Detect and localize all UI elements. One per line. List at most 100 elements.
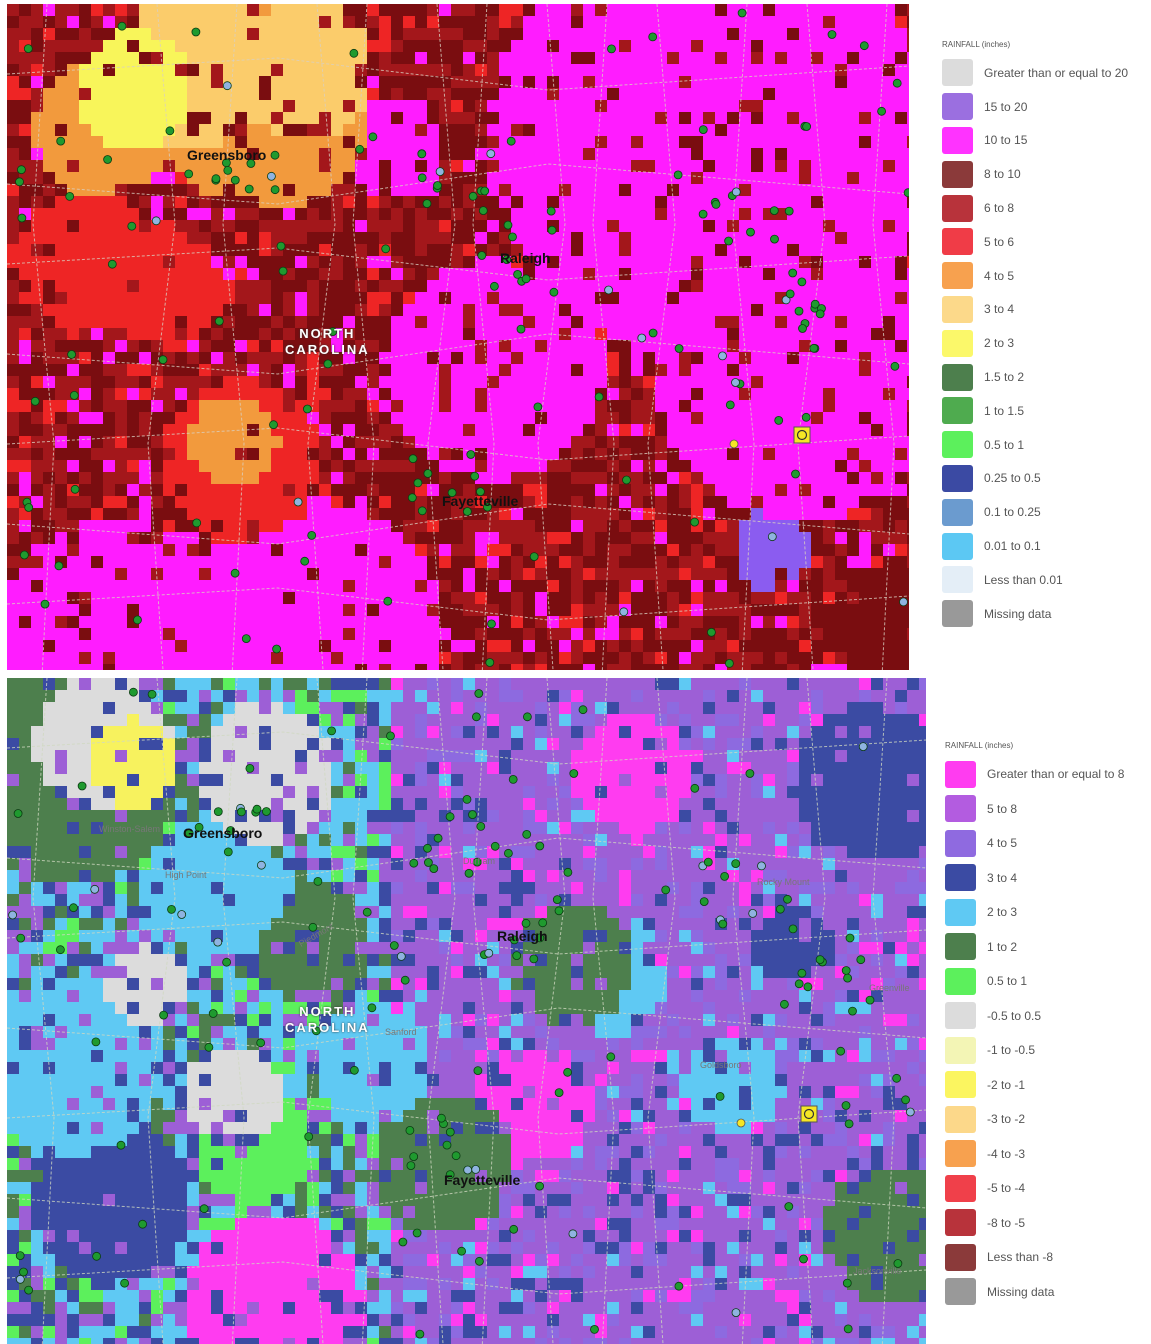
raster-cell <box>19 220 32 233</box>
raster-cell <box>307 640 320 653</box>
raster-cell <box>175 268 188 281</box>
raster-cell <box>571 592 584 605</box>
raster-cell <box>883 750 896 763</box>
raster-cell <box>367 508 380 521</box>
raster-cell <box>151 652 164 665</box>
raster-cell <box>331 196 344 209</box>
raster-cell <box>559 256 572 269</box>
raster-cell <box>763 556 776 569</box>
raster-cell <box>727 52 740 65</box>
raster-cell <box>679 268 692 281</box>
raster-cell <box>343 4 356 17</box>
raster-cell <box>295 220 308 233</box>
raster-cell <box>367 52 380 65</box>
raster-cell <box>379 136 392 149</box>
raster-cell <box>259 726 272 739</box>
raster-cell <box>751 460 764 473</box>
raster-cell <box>811 412 824 425</box>
raster-cell <box>535 690 548 703</box>
raster-cell <box>115 726 128 739</box>
raster-cell <box>355 652 368 665</box>
raster-cell <box>283 16 296 29</box>
raster-cell <box>631 520 644 533</box>
raster-cell <box>271 484 284 497</box>
raster-cell <box>679 112 692 125</box>
raster-cell <box>883 340 896 353</box>
raster-cell <box>187 76 200 89</box>
legend-item: 4 to 5 <box>942 259 1147 293</box>
raster-cell <box>907 148 909 161</box>
raster-cell <box>907 592 909 605</box>
raster-cell <box>223 376 236 389</box>
raster-cell <box>211 678 224 691</box>
raster-cell <box>475 28 488 41</box>
raster-cell <box>379 702 392 715</box>
raster-cell <box>19 714 32 727</box>
raster-cell <box>295 16 308 29</box>
raster-cell <box>907 628 909 641</box>
raster-cell <box>643 604 656 617</box>
raster-cell <box>91 376 104 389</box>
raster-cell <box>235 124 248 137</box>
raster-cell <box>799 64 812 77</box>
raster-cell <box>571 220 584 233</box>
raster-cell <box>7 160 20 173</box>
raster-cell <box>439 678 452 691</box>
raster-cell <box>379 256 392 269</box>
raster-cell <box>439 436 452 449</box>
raster-cell <box>103 88 116 101</box>
raster-cell <box>535 738 548 751</box>
raster-cell <box>535 292 548 305</box>
raster-cell <box>535 28 548 41</box>
raster-cell <box>283 364 296 377</box>
raster-cell <box>619 352 632 365</box>
rainfall-map-bottom[interactable]: Winston-Salem High Point Durham Rocky Mo… <box>7 678 926 1344</box>
raster-cell <box>391 750 404 763</box>
raster-cell <box>247 496 260 509</box>
raster-cell <box>271 304 284 317</box>
rainfall-map-top[interactable]: Greensboro Raleigh Fayetteville NORTH CA… <box>7 4 909 670</box>
raster-cell <box>379 640 392 653</box>
raster-cell <box>883 628 896 641</box>
raster-cell <box>31 16 44 29</box>
raster-cell <box>823 268 836 281</box>
raster-cell <box>703 664 716 670</box>
raster-cell <box>511 652 524 665</box>
raster-cell <box>43 460 56 473</box>
raster-cell <box>703 28 716 41</box>
raster-cell <box>403 628 416 641</box>
raster-cell <box>319 232 332 245</box>
raster-cell <box>79 616 92 629</box>
raster-cell <box>739 544 752 557</box>
raster-cell <box>139 232 152 245</box>
raster-cell <box>571 196 584 209</box>
raster-cell <box>727 76 740 89</box>
legend-label: 0.01 to 0.1 <box>984 539 1041 554</box>
raster-cell <box>583 496 596 509</box>
raster-cell <box>559 664 572 670</box>
raster-cell <box>199 148 212 161</box>
raster-cell <box>703 232 716 245</box>
raster-cell <box>475 100 488 113</box>
raster-cell <box>679 40 692 53</box>
raster-cell <box>343 364 356 377</box>
raster-cell <box>787 664 800 670</box>
state-label-north-carolina: NORTH CAROLINA <box>285 326 370 358</box>
raster-cell <box>811 352 824 365</box>
raster-cell <box>631 702 644 715</box>
raster-cell <box>379 664 392 670</box>
raster-cell <box>115 738 128 751</box>
raster-cell <box>667 604 680 617</box>
raster-cell <box>511 484 524 497</box>
raster-cell <box>403 436 416 449</box>
raster-cell <box>283 40 296 53</box>
raster-cell <box>655 532 668 545</box>
raster-cell <box>43 690 56 703</box>
raster-cell <box>295 604 308 617</box>
raster-cell <box>655 64 668 77</box>
raster-cell <box>211 544 224 557</box>
raster-cell <box>547 484 560 497</box>
target-marker[interactable] <box>793 426 811 444</box>
raster-cell <box>415 640 428 653</box>
raster-cell <box>7 520 20 533</box>
